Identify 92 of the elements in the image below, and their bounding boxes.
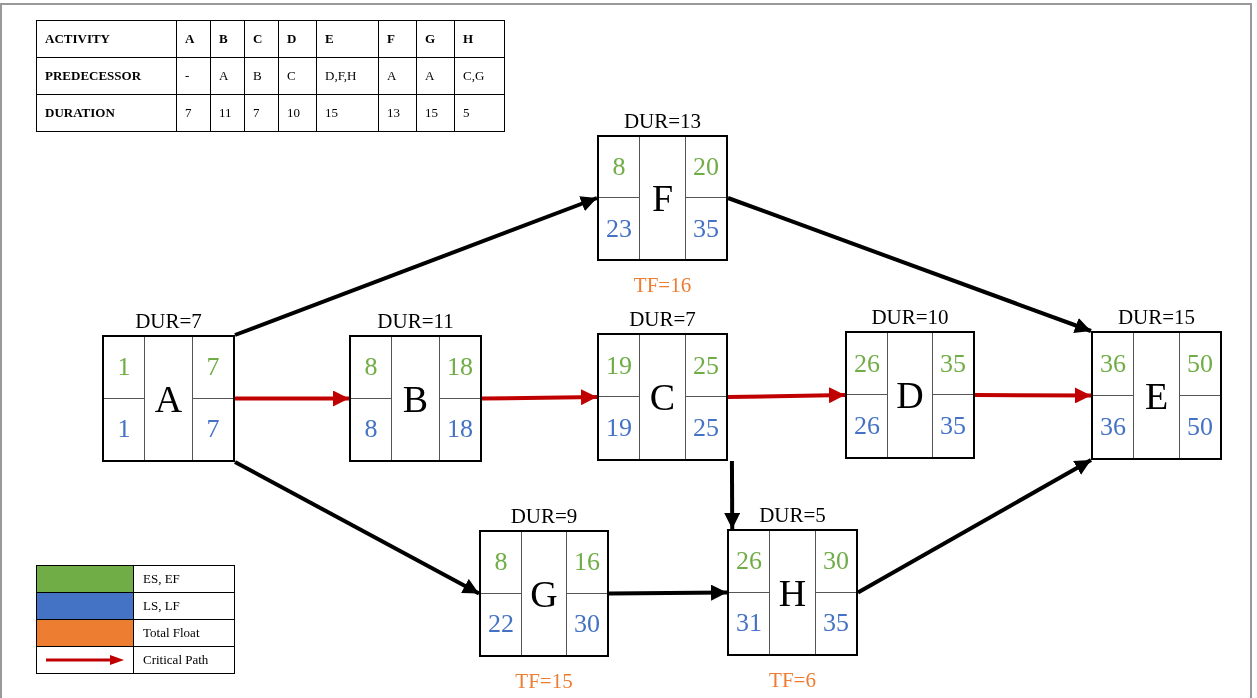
table-cell: B: [244, 57, 279, 95]
early-start-value: 19: [599, 335, 639, 397]
table-cell: 7: [176, 94, 211, 132]
table-cell: 11: [210, 94, 245, 132]
activity-name: C: [639, 335, 686, 459]
legend-text: ES, EF: [143, 571, 180, 587]
late-finish-value: 30: [573, 608, 601, 641]
table-header-cell: A: [176, 20, 211, 58]
table-cell: A: [210, 57, 245, 95]
duration-label: DUR=13: [622, 109, 703, 133]
early-start-value: 26: [729, 531, 769, 593]
total-float-label: TF=15: [514, 669, 574, 694]
activity-name: H: [769, 531, 816, 654]
table-header-cell: E: [316, 20, 379, 58]
table-cell: 10: [278, 94, 317, 132]
activity-name: D: [887, 333, 933, 457]
late-start-value: 36: [1099, 410, 1127, 443]
late-start-value: 8: [363, 413, 379, 446]
arrow: [727, 196, 1092, 333]
duration-label: DUR=9: [509, 504, 579, 528]
activity-name: A: [144, 337, 193, 460]
early-start-value: 8: [351, 337, 391, 399]
table-header-cell: B: [210, 20, 245, 58]
arrow: [727, 387, 846, 404]
table-header-cell: H: [454, 20, 505, 58]
table-header-cell: G: [416, 20, 455, 58]
late-start-value: 22: [487, 608, 515, 641]
early-finish-value: 25: [686, 335, 726, 397]
table-header-cell: ACTIVITY: [36, 20, 177, 58]
table-cell: 7: [244, 94, 279, 132]
duration-label: DUR=7: [134, 309, 203, 333]
early-finish-value: 20: [686, 137, 726, 198]
arrow: [234, 460, 480, 596]
activity-name: F: [639, 137, 686, 259]
late-start-value: 26: [853, 410, 881, 442]
early-finish-value: 30: [816, 531, 856, 593]
late-finish-value: 18: [446, 413, 474, 446]
table-cell: D,F,H: [316, 57, 379, 95]
duration-label: DUR=10: [870, 305, 950, 329]
early-finish-value: 18: [440, 337, 480, 399]
table-cell: A: [378, 57, 417, 95]
table-cell: C,G: [454, 57, 505, 95]
legend-text: Critical Path: [143, 652, 209, 668]
table-cell: 5: [454, 94, 505, 132]
late-finish-value: 7: [205, 413, 221, 446]
activity-name: E: [1133, 333, 1180, 458]
table-cell: 13: [378, 94, 417, 132]
total-float-label: TF=16: [632, 273, 693, 298]
early-finish-value: 50: [1180, 333, 1220, 396]
early-start-value: 1: [104, 337, 144, 399]
late-finish-value: 35: [822, 607, 850, 640]
arrow: [724, 461, 741, 529]
arrow: [857, 458, 1092, 595]
late-finish-value: 50: [1186, 410, 1214, 443]
table-cell: 15: [416, 94, 455, 132]
late-finish-value: 35: [939, 410, 967, 442]
table-cell: A: [416, 57, 455, 95]
total-float-label: TF=6: [768, 668, 817, 693]
arrow: [975, 387, 1091, 404]
arrow: [235, 390, 349, 407]
late-finish-value: 35: [692, 212, 720, 245]
duration-label: DUR=5: [758, 503, 827, 527]
early-start-value: 26: [847, 333, 887, 395]
table-header-cell: D: [278, 20, 317, 58]
arrow: [481, 389, 598, 406]
table-cell: 15: [316, 94, 379, 132]
duration-label: DUR=11: [376, 309, 455, 333]
early-start-value: 36: [1093, 333, 1133, 396]
legend-text: Total Float: [143, 625, 200, 641]
arrow: [609, 584, 728, 601]
table-header-cell: DURATION: [36, 94, 177, 132]
duration-label: DUR=15: [1116, 305, 1197, 329]
arrow: [234, 196, 598, 337]
late-start-value: 23: [605, 212, 633, 245]
table-header-cell: PREDECESSOR: [36, 57, 177, 95]
table-cell: C: [278, 57, 317, 95]
late-finish-value: 25: [692, 412, 720, 444]
activity-name: B: [391, 337, 440, 460]
early-finish-value: 35: [933, 333, 973, 395]
legend-text: LS, LF: [143, 598, 180, 614]
early-finish-value: 16: [567, 532, 607, 594]
table-header-cell: F: [378, 20, 417, 58]
activity-name: G: [521, 532, 567, 655]
late-start-value: 1: [116, 413, 132, 446]
late-start-value: 31: [735, 607, 763, 640]
early-finish-value: 7: [193, 337, 233, 399]
duration-label: DUR=7: [628, 307, 697, 331]
late-start-value: 19: [605, 412, 633, 444]
table-cell: -: [176, 57, 211, 95]
table-header-cell: C: [244, 20, 279, 58]
early-start-value: 8: [481, 532, 521, 594]
early-start-value: 8: [599, 137, 639, 198]
